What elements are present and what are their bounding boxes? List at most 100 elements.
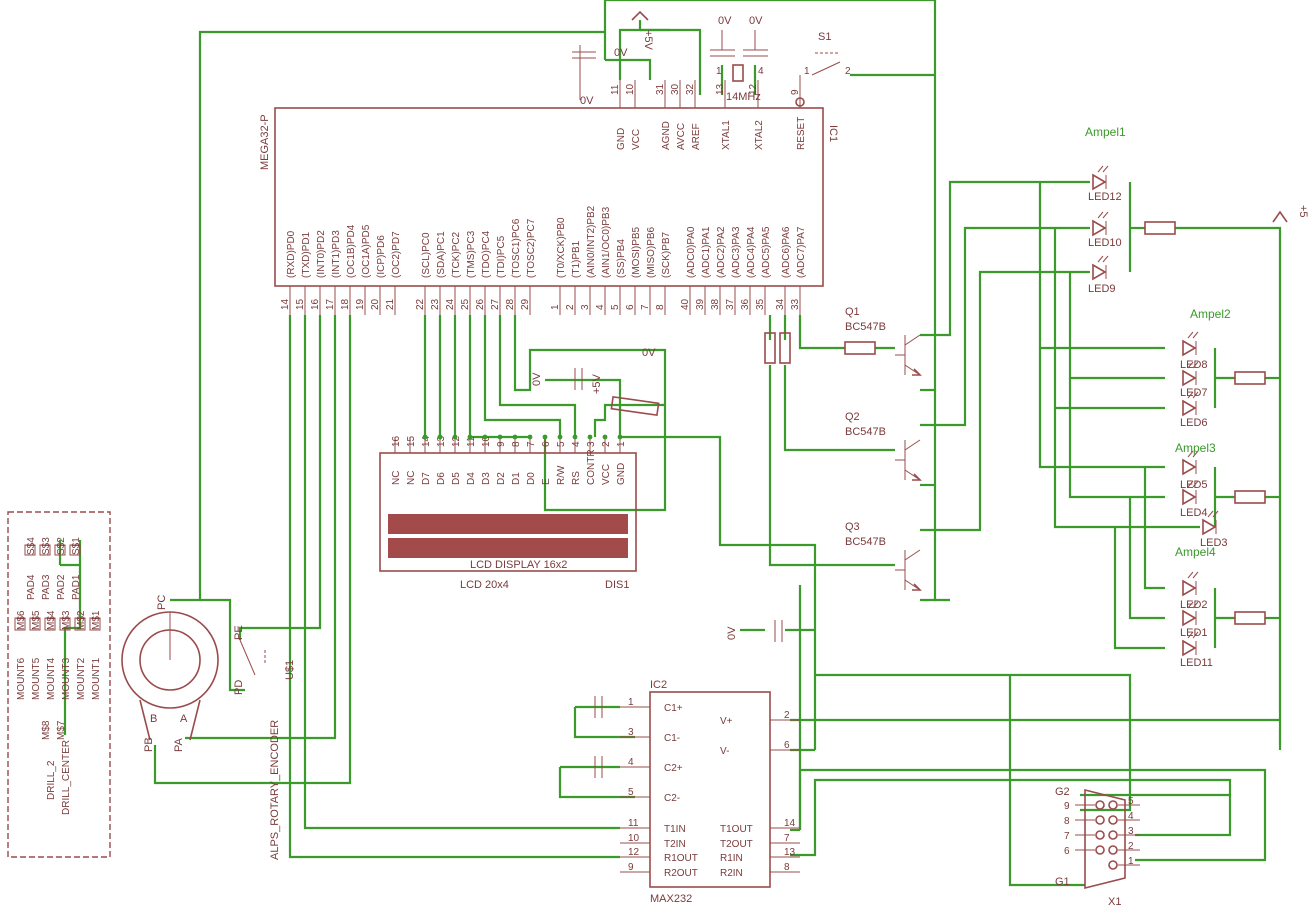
vcc-lcd: +5V — [591, 373, 603, 394]
mcu-bottom-pin-num: 37 — [725, 298, 736, 310]
led-diode-icon — [1182, 488, 1197, 506]
mcu-bottom-pin-label: (TCK)PC2 — [451, 231, 462, 278]
lcd-pin-num: 11 — [466, 436, 477, 447]
enc-a: A — [180, 713, 188, 725]
dsub-pin-num: 9 — [1064, 801, 1070, 812]
lcd-pins: NC16NC15D714D613D512D411D310D29D18D07E6R… — [391, 434, 627, 485]
lcd-pin-label: D5 — [451, 472, 462, 485]
base-resistor-1 — [764, 332, 776, 364]
pad-label: PAD2 — [56, 574, 67, 600]
base-resistor-q1 — [844, 341, 876, 355]
mcu-bottom-pin-label: (SS)PB4 — [616, 239, 627, 278]
mcu-top-pin-label: XTAL1 — [721, 120, 732, 150]
junction-dot — [527, 434, 533, 440]
drill-label: DRILL_2 — [46, 760, 57, 800]
mcu-bottom-pin-num: 16 — [310, 298, 321, 310]
led-label: LED6 — [1180, 417, 1208, 429]
mount-label: MOUNT3 — [61, 657, 72, 700]
mcu-top-pin-label: AVCC — [676, 123, 687, 150]
mcu-bottom-pin-num: 35 — [755, 298, 766, 310]
ampel-2: Ampel2 — [1190, 307, 1231, 321]
dsub-pin-num: 7 — [1064, 831, 1070, 842]
mcu-bottom-pin-num: 39 — [695, 298, 706, 310]
dsub-pin-num: 1 — [1128, 856, 1134, 867]
max232-left-pin-num: 3 — [628, 727, 634, 738]
mcu-bottom-pin-num: 4 — [595, 304, 606, 310]
mcu-bottom-pins: (RXD)PD014(TXD)PD115(INT0)PD216(INT1)PD3… — [280, 205, 807, 315]
max232-left-pin-label: R2OUT — [664, 868, 698, 879]
pad-label: S$4 — [26, 537, 37, 555]
lcd-pin-label: D6 — [436, 472, 447, 485]
led-label: LED1 — [1180, 627, 1208, 639]
dsub-pin-num: 2 — [1128, 841, 1134, 852]
mcu-name: MEGA32-P — [259, 114, 271, 170]
mcu-bottom-pin-num: 38 — [710, 298, 721, 310]
mcu-top-pin-label: GND — [616, 128, 627, 150]
dsub-g2: G2 — [1055, 786, 1070, 798]
mcu-bottom-pin-num: 26 — [475, 298, 486, 310]
max232-right-pin-label: R2IN — [720, 868, 743, 879]
ampel-1: Ampel1 — [1085, 125, 1126, 139]
led-label: LED8 — [1180, 359, 1208, 371]
mcu-ic1: MEGA32-P IC1 GND11VCC10AGND31AVCC30AREF3… — [259, 80, 839, 315]
pad-label: M$5 — [31, 610, 42, 630]
enc-name: ALPS_ROTARY_ENCODER — [269, 720, 281, 860]
max232-body — [649, 691, 771, 888]
pad-label: M$3 — [61, 610, 72, 630]
mcu-top-pin-label: AREF — [691, 123, 702, 150]
mcu-bottom-pin-label: (AIN0/INT2)PB2 — [586, 205, 597, 278]
lcd-pin-label: E — [541, 478, 552, 485]
mcu-bottom-pin-num: 17 — [325, 298, 336, 310]
lcd-body — [379, 452, 637, 572]
crystal-pin-b: 4 — [758, 66, 764, 77]
mcu-bottom-pin-num: 2 — [565, 304, 576, 310]
mcu-top-pin-label: AGND — [661, 121, 672, 150]
mcu-bottom-pin-label: (T1)PB1 — [571, 240, 582, 278]
led-diode-icon — [1182, 369, 1197, 387]
lcd-pin-label: NC — [391, 471, 402, 485]
mcu-bottom-pin-label: (SDA)PC1 — [436, 231, 447, 278]
rotary-encoder: PC PE PD PB PA B A ALPS_ROTARY_ENCODER U… — [121, 595, 296, 860]
junction-dot — [572, 434, 578, 440]
led-diode-icon — [1092, 263, 1107, 281]
mcu-top-pin-num: 30 — [670, 83, 681, 95]
mcu-bottom-pin-label: (SCK)PB7 — [661, 231, 672, 278]
mount-board: S$4PAD4S$3PAD3S$2PAD2S$1PAD1M$6MOUNT6M$5… — [7, 511, 111, 858]
max232-left-pin-label: R1OUT — [664, 853, 698, 864]
enc-pd: PD — [233, 680, 245, 695]
led-label: LED5 — [1180, 479, 1208, 491]
mcu-bottom-pin-label: (MOSI)PB5 — [631, 226, 642, 278]
lcd-pin-num: 4 — [571, 441, 582, 447]
mcu-top-pin-label: XTAL2 — [754, 120, 765, 150]
max232-left-pin-label: C2- — [664, 793, 680, 804]
junction-dot — [557, 434, 563, 440]
vcc-right-arrow-icon — [1272, 210, 1288, 223]
max232-right-pin-label: T2OUT — [720, 839, 753, 850]
mcu-bottom-pin-label: (AIN1/OC0)PB3 — [601, 206, 612, 278]
max232-right-pin-label: V- — [720, 746, 729, 757]
mcu-bottom-pin-num: 6 — [625, 304, 636, 310]
ampel-labels: Ampel1 Ampel2 Ampel3 Ampel4 — [1085, 125, 1231, 559]
pad-label: PAD4 — [26, 574, 37, 600]
mount-label: MOUNT1 — [91, 657, 102, 700]
mcu-bottom-pin-label: (OC1A)PD5 — [361, 224, 372, 278]
vcc-right-label: +5 — [1297, 205, 1309, 218]
gnd-label-4: 0V — [749, 15, 763, 27]
junction-dot — [422, 434, 428, 440]
max232-left-pin-label: T1IN — [664, 824, 686, 835]
enc-pa: PA — [173, 737, 185, 752]
lcd-caption: LCD DISPLAY 16x2 — [470, 559, 567, 571]
mcu-top-pin-label: RESET — [796, 117, 807, 150]
mcu-top-pin-num: 11 — [610, 84, 621, 95]
encoder-legs — [139, 699, 201, 741]
mcu-top-pin-num: 31 — [655, 83, 666, 95]
lcd-display: LCD DISPLAY 16x2 LCD 20x4 DIS1 NC16NC15D… — [379, 347, 660, 591]
dsub-g1: G1 — [1055, 876, 1070, 888]
mcu-bottom-pin-num: 24 — [445, 298, 456, 310]
lcd-pin-num: 14 — [421, 435, 432, 447]
transistor-name: Q2 — [845, 411, 860, 423]
junction-dot — [437, 434, 443, 440]
enc-ref: U$1 — [284, 660, 296, 680]
mcu-top-pins: GND11VCC10AGND31AVCC30AREF32XTAL113XTAL2… — [610, 80, 807, 150]
